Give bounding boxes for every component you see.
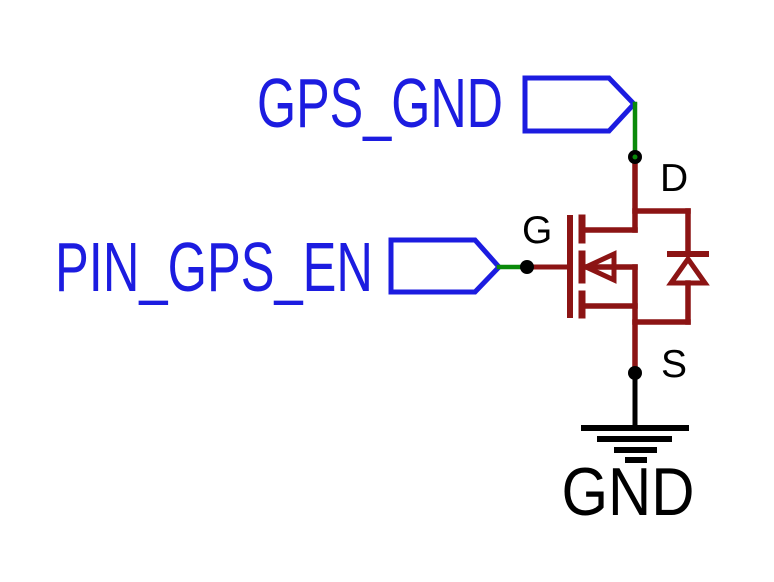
mosfet-bulk-arrow-icon [580,250,617,284]
mosfet-q-symbol[interactable] [524,154,710,376]
diode-triangle-icon [666,254,710,286]
pin-label-source: S [661,343,687,386]
net-label-gps-gnd-text: GPS_GND [257,64,503,142]
pin-label-drain: D [660,157,688,200]
body-diode [632,208,710,325]
net-label-pin-gps-en-tag-shape [388,237,503,295]
junction-dot-drain-green-core [632,154,638,160]
junction-dot-source [628,366,642,380]
gnd-symbol-text: GND [562,454,695,530]
pin-labels: D G S GND [522,157,695,530]
net-label-pin-gps-en[interactable]: PIN_GPS_EN [55,228,503,306]
net-label-pin-gps-en-text: PIN_GPS_EN [55,228,373,306]
net-label-gps-gnd[interactable]: GPS_GND [257,64,638,142]
pin-label-gate: G [522,209,552,252]
gnd-power-symbol[interactable] [581,370,689,463]
junction-dot-gate [520,260,534,274]
net-label-gps-gnd-tag-shape [522,75,638,134]
